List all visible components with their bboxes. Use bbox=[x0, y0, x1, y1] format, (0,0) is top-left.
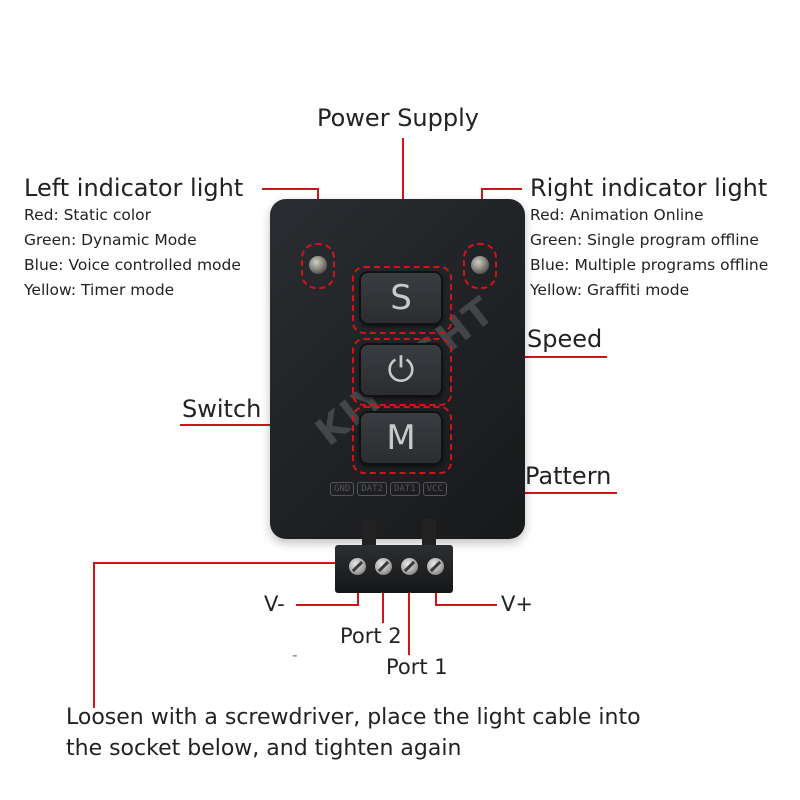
port2-label: Port 2 bbox=[340, 624, 402, 648]
screw-v-minus[interactable] bbox=[349, 558, 366, 575]
left-indicator-title: Left indicator light bbox=[24, 174, 244, 202]
left-item-red: Red: Static color bbox=[24, 206, 152, 224]
pin-gnd: GND bbox=[330, 482, 355, 496]
left-item-yellow: Yellow: Timer mode bbox=[24, 281, 175, 299]
right-led-highlight bbox=[463, 243, 497, 289]
controller-device: KIYLIGHT S ⏻ M GND DAT2 DAT1 VCC bbox=[270, 199, 525, 551]
screw-port1[interactable] bbox=[401, 558, 418, 575]
right-indicator-title: Right indicator light bbox=[530, 174, 768, 202]
power-supply-label: Power Supply bbox=[317, 104, 479, 132]
speed-button[interactable]: S bbox=[359, 271, 443, 325]
speed-button-highlight bbox=[352, 266, 452, 334]
connector-tab-right bbox=[422, 519, 436, 551]
power-button-highlight bbox=[352, 338, 452, 406]
connector-tab-left bbox=[362, 519, 376, 551]
left-item-blue: Blue: Voice controlled mode bbox=[24, 256, 241, 274]
left-led-highlight bbox=[301, 243, 335, 289]
switch-label: Switch bbox=[182, 395, 262, 423]
terminal-block bbox=[335, 545, 453, 593]
pattern-label: Pattern bbox=[525, 462, 612, 490]
pin-vcc: VCC bbox=[422, 482, 447, 496]
v-minus-label: V- bbox=[264, 592, 285, 616]
v-plus-label: V+ bbox=[501, 592, 533, 616]
right-item-green: Green: Single program offline bbox=[530, 231, 759, 249]
pin-dat1: DAT1 bbox=[389, 482, 420, 496]
screw-port2[interactable] bbox=[375, 558, 392, 575]
left-item-green: Green: Dynamic Mode bbox=[24, 231, 197, 249]
instruction-text: Loosen with a screwdriver, place the lig… bbox=[66, 702, 641, 764]
stray-dash: - bbox=[292, 646, 298, 664]
power-button[interactable]: ⏻ bbox=[359, 343, 443, 397]
mode-button[interactable]: M bbox=[359, 411, 443, 465]
right-item-yellow: Yellow: Graffiti mode bbox=[530, 281, 690, 299]
port1-label: Port 1 bbox=[386, 655, 448, 679]
instruction-line-2: the socket below, and tighten again bbox=[66, 736, 462, 761]
right-indicator-list: Red: Animation Online Green: Single prog… bbox=[530, 203, 768, 303]
pin-dat2: DAT2 bbox=[357, 482, 387, 496]
right-item-red: Red: Animation Online bbox=[530, 206, 704, 224]
mode-button-highlight bbox=[352, 406, 452, 474]
right-item-blue: Blue: Multiple programs offline bbox=[530, 256, 769, 274]
right-indicator-led bbox=[471, 256, 489, 274]
speed-label: Speed bbox=[527, 325, 603, 353]
pin-labels: GND DAT2 DAT1 VCC bbox=[330, 482, 447, 496]
instruction-line bbox=[93, 562, 348, 708]
left-indicator-list: Red: Static color Green: Dynamic Mode Bl… bbox=[24, 203, 241, 303]
screw-v-plus[interactable] bbox=[427, 558, 444, 575]
left-indicator-led bbox=[309, 256, 327, 274]
instruction-line-1: Loosen with a screwdriver, place the lig… bbox=[66, 705, 641, 730]
